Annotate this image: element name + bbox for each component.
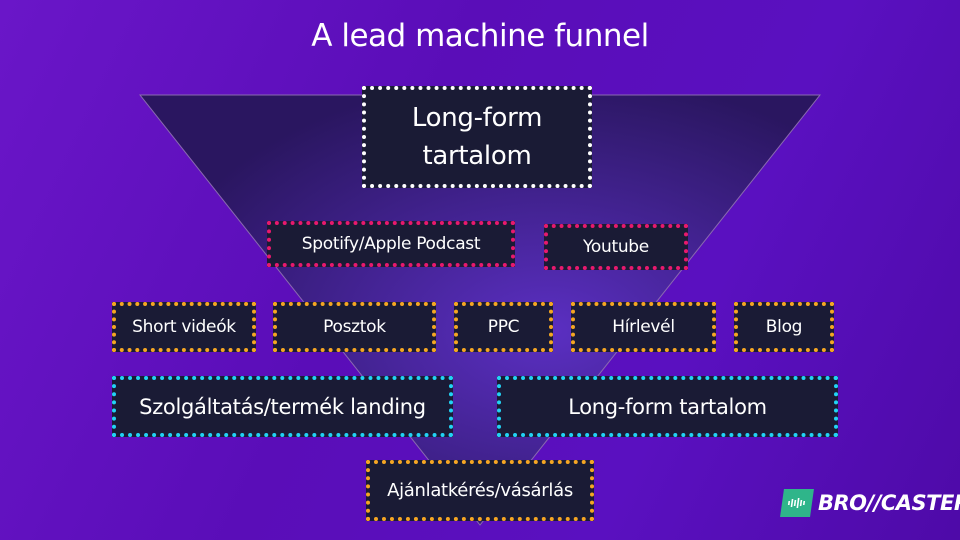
blog-box: Blog xyxy=(734,302,834,352)
landing-box: Szolgáltatás/termék landing xyxy=(112,376,453,437)
short-videos-box: Short videók xyxy=(112,302,256,352)
box-line: tartalom xyxy=(422,141,532,171)
brand-logo: BRO//CASTERZ xyxy=(780,489,960,517)
box-line: Long-form xyxy=(411,103,543,133)
soundwave-icon xyxy=(780,489,814,517)
conversion-box: Ajánlatkérés/vásárlás xyxy=(366,460,594,521)
long-form-landing-box: Long-form tartalom xyxy=(497,376,838,437)
brand-name: BRO//CASTERZ xyxy=(818,491,960,515)
posts-box: Posztok xyxy=(273,302,436,352)
newsletter-box: Hírlevél xyxy=(571,302,716,352)
page-title: A lead machine funnel xyxy=(311,18,649,54)
youtube-box: Youtube xyxy=(544,224,688,270)
podcast-box: Spotify/Apple Podcast xyxy=(267,221,515,267)
long-form-content-box: Long-form tartalom xyxy=(362,86,592,188)
ppc-box: PPC xyxy=(454,302,553,352)
